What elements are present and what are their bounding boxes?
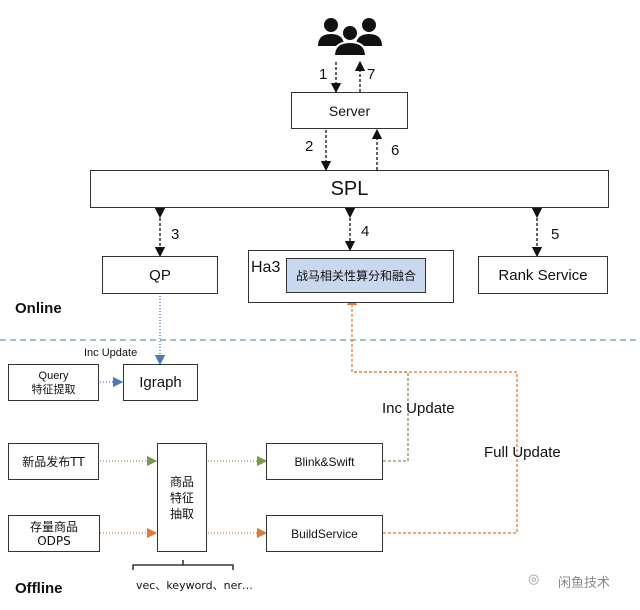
new-item-tt-label: 新品发布TT — [22, 455, 85, 469]
step-4-label: 4 — [361, 223, 370, 240]
users-group-icon — [318, 18, 382, 57]
stock-item-line-2: ODPS — [37, 533, 71, 548]
build-service-label: BuildService — [291, 526, 358, 541]
igraph-label: Igraph — [139, 374, 182, 391]
item-feature-line-1: 商品 — [169, 475, 194, 489]
stock-item-odps-node: 存量商品 ODPS — [8, 515, 100, 552]
full-update-label: Full Update — [484, 444, 561, 461]
spl-label: SPL — [330, 177, 369, 200]
item-feature-extract-node: 商品 特征 抽取 — [157, 443, 207, 552]
query-feature-line-1: Query — [38, 369, 69, 382]
stock-item-line-1: 存量商品 — [29, 519, 78, 534]
spl-node: SPL — [90, 170, 609, 208]
step-3-label: 3 — [171, 226, 180, 243]
features-note: vec、keyword、ner… — [136, 579, 253, 592]
inc-update-label: Inc Update — [382, 400, 455, 417]
inc-update-small-label: Inc Update — [84, 347, 138, 359]
item-feature-line-2: 特征 — [169, 491, 194, 505]
ha3-relevance-label: 战马相关性算分和融合 — [295, 269, 416, 283]
item-feature-line-3: 抽取 — [169, 507, 194, 521]
step-7-label: 7 — [367, 66, 376, 83]
step-2-label: 2 — [305, 138, 314, 155]
ha3-node: Ha3 战马相关性算分和融合 — [248, 250, 454, 303]
new-item-tt-node: 新品发布TT — [8, 443, 99, 480]
ha3-label: Ha3 — [251, 259, 281, 276]
rank-service-node: Rank Service — [478, 256, 608, 294]
query-feature-line-2: 特征提取 — [31, 382, 76, 396]
path-full-update — [346, 294, 518, 534]
server-node: Server — [291, 92, 408, 129]
wechat-icon: ◎ — [528, 571, 540, 586]
rank-service-label: Rank Service — [498, 266, 588, 284]
blink-swift-label: Blink&Swift — [294, 454, 355, 469]
igraph-node: Igraph — [123, 364, 198, 401]
online-section-label: Online — [15, 300, 62, 317]
blink-swift-node: Blink&Swift — [266, 443, 383, 480]
watermark-label: 闲鱼技术 — [558, 576, 611, 591]
step-5-label: 5 — [551, 226, 560, 243]
query-feature-node: Query 特征提取 — [8, 364, 99, 401]
ha3-relevance-module: 战马相关性算分和融合 — [286, 258, 426, 293]
step-6-label: 6 — [391, 142, 400, 159]
features-bracket — [132, 560, 234, 570]
step-1-label: 1 — [319, 66, 328, 83]
server-label: Server — [328, 102, 371, 119]
offline-section-label: Offline — [15, 580, 63, 597]
qp-node: QP — [102, 256, 218, 294]
build-service-node: BuildService — [266, 515, 383, 552]
qp-label: QP — [149, 266, 171, 284]
